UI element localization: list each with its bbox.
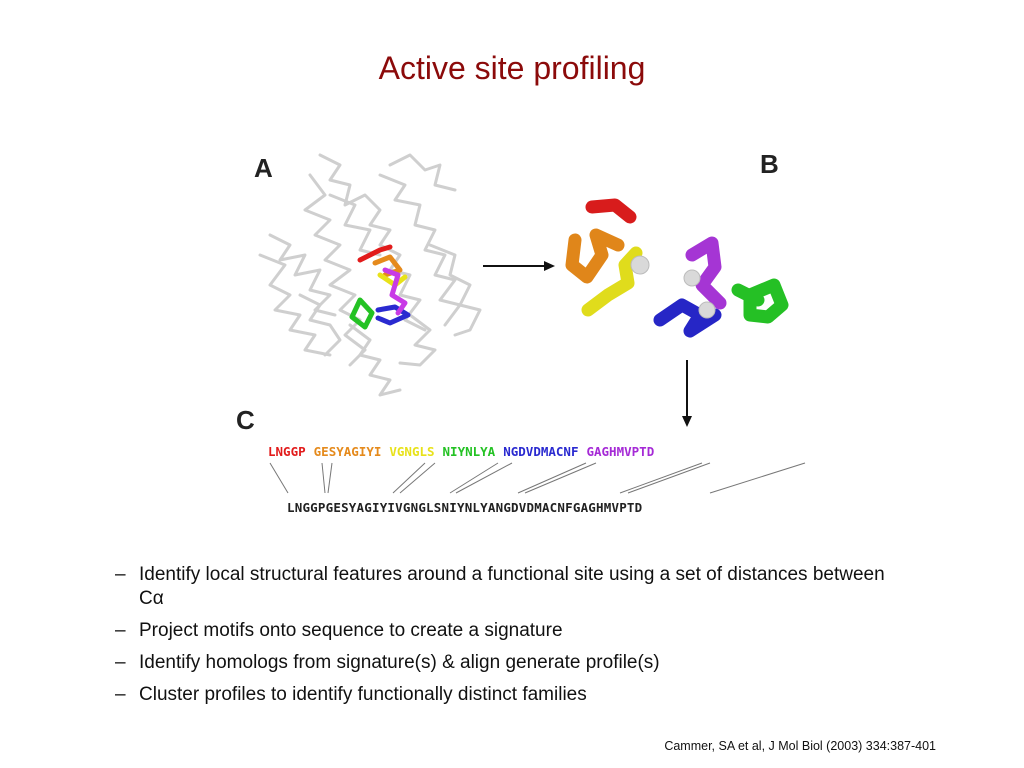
bullet-item: –Project motifs onto sequence to create … bbox=[115, 619, 895, 643]
motif-3: VGNGLS bbox=[389, 444, 435, 459]
bullet-text: Project motifs onto sequence to create a… bbox=[139, 620, 563, 641]
motif-1: LNGGP bbox=[268, 444, 306, 459]
motif-5: NGDVDMACNF bbox=[503, 444, 579, 459]
panel-label-a: A bbox=[254, 153, 273, 183]
bullet-dash: – bbox=[115, 564, 126, 585]
motif-2: GESYAGIYI bbox=[313, 444, 382, 459]
motif-6: GAGHMVPTD bbox=[586, 444, 655, 459]
slide-title: Active site profiling bbox=[378, 50, 646, 86]
bullet-dash: – bbox=[115, 652, 126, 673]
bullet-dash: – bbox=[115, 620, 126, 641]
panel-label-b: B bbox=[760, 149, 779, 179]
bullet-item: –Cluster profiles to identify functional… bbox=[115, 683, 895, 707]
protein-structure-image bbox=[258, 153, 482, 397]
full-sequence: LNGGPGESYAGIYIVGNGLSNIYNLYANGDVDMACNFGAG… bbox=[287, 500, 643, 515]
bullet-list: –Identify local structural features arou… bbox=[115, 563, 895, 715]
bullet-item: –Identify homologs from signature(s) & a… bbox=[115, 651, 895, 675]
citation: Cammer, SA et al, J Mol Biol (2003) 334:… bbox=[664, 739, 936, 753]
figure-graphics bbox=[258, 153, 806, 494]
bullet-item: –Identify local structural features arou… bbox=[115, 563, 895, 611]
active-site-figure: A B C bbox=[230, 135, 810, 530]
motif-4: NIYNLYA bbox=[442, 444, 496, 459]
bullet-text: Cluster profiles to identify functionall… bbox=[139, 684, 587, 705]
bullet-text: Identify homologs from signature(s) & al… bbox=[139, 652, 660, 673]
motif-row: LNGGP GESYAGIYI VGNGLS NIYNLYA NGDVDMACNF GAG… bbox=[268, 444, 662, 459]
panel-label-c: C bbox=[236, 405, 255, 435]
bullet-dash: – bbox=[115, 684, 126, 705]
bullet-text: Identify local structural features aroun… bbox=[139, 564, 885, 609]
